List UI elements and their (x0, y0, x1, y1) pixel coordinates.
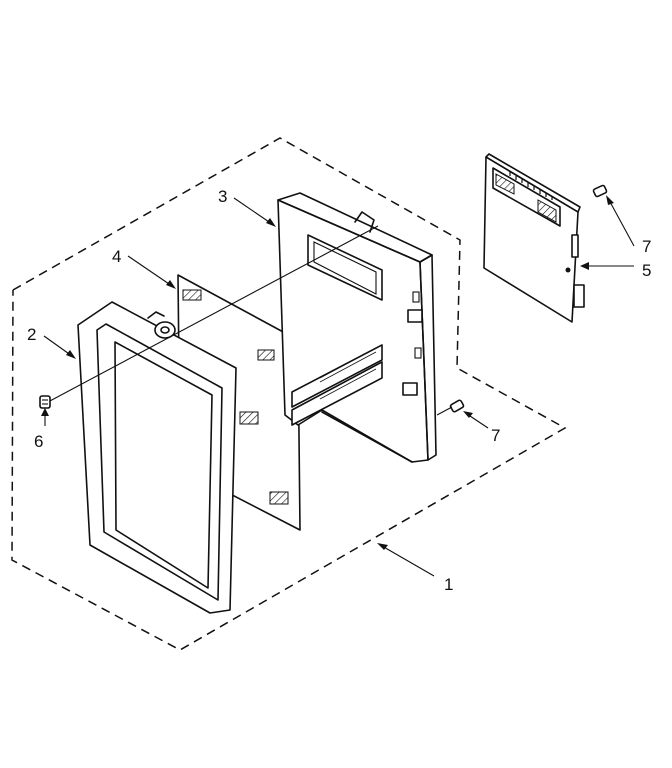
callout-5: 5 (642, 261, 651, 280)
callout-4: 4 (112, 247, 121, 266)
callout-2: 2 (27, 325, 36, 344)
callout-leaders (41, 195, 635, 577)
callout-7-upper: 7 (642, 237, 651, 256)
screw-axis-line (47, 225, 379, 403)
screw-icon (592, 184, 608, 198)
screw-icon (39, 395, 51, 409)
callout-1: 1 (444, 575, 453, 594)
screw-icon (436, 399, 465, 416)
callout-6: 6 (34, 432, 43, 451)
callout-7-lower: 7 (491, 426, 500, 445)
door-frame (77, 301, 237, 614)
circuit-board (483, 153, 585, 323)
control-panel-housing (277, 192, 437, 463)
callout-3: 3 (218, 187, 227, 206)
assembly-boundary (11, 137, 567, 651)
